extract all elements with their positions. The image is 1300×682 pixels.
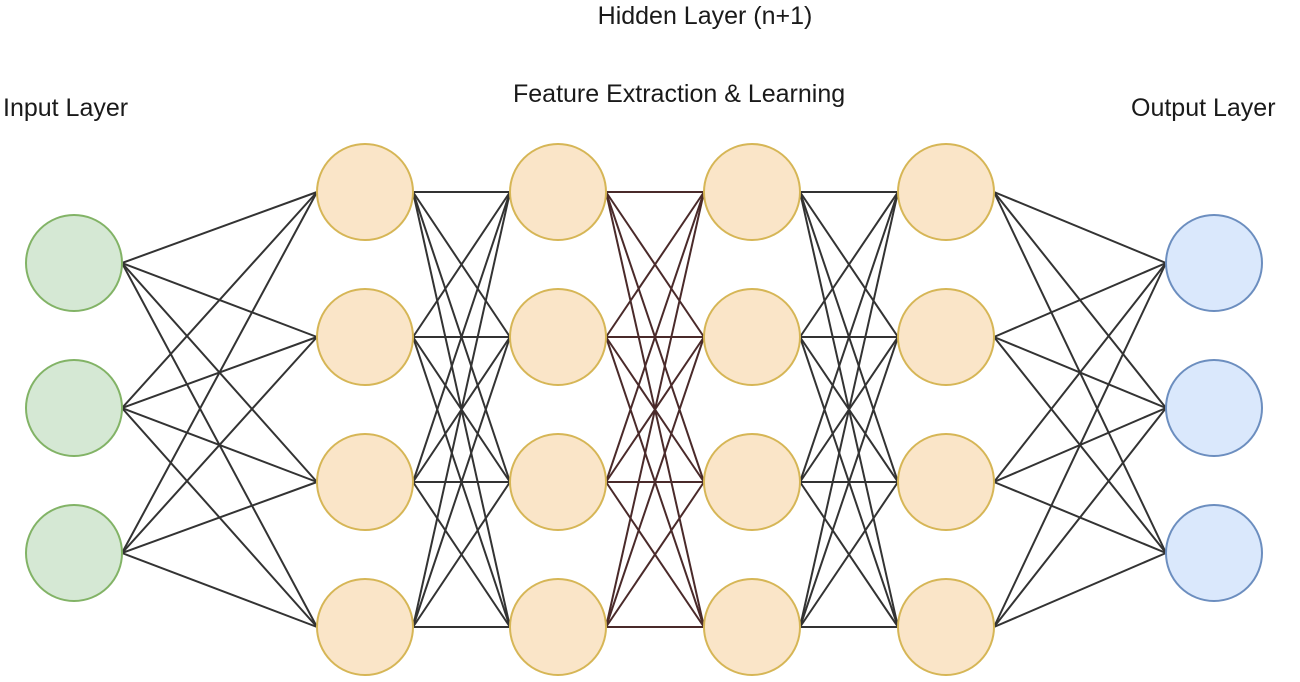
output-layer-label: Output Layer	[1131, 94, 1276, 122]
connection-hidden-4-1-to-output-1	[993, 191, 1167, 264]
connection-input-1-to-hidden-1-1	[121, 191, 318, 264]
hidden-2-node-1	[509, 143, 607, 241]
input-node-1	[25, 214, 123, 312]
connection-hidden-4-3-to-output-1	[993, 262, 1167, 483]
output-node-1	[1165, 214, 1263, 312]
connection-hidden-2-4-to-hidden-3-1	[605, 191, 705, 628]
connection-input-3-to-hidden-1-3	[121, 481, 318, 554]
input-node-3	[25, 504, 123, 602]
connection-input-2-to-hidden-1-1	[121, 191, 318, 409]
hidden-4-node-1	[897, 143, 995, 241]
connections-group	[121, 191, 1167, 628]
connection-hidden-2-4-to-hidden-3-3	[605, 481, 705, 628]
connection-hidden-4-4-to-output-3	[993, 552, 1167, 628]
input-layer-label: Input Layer	[3, 94, 129, 122]
connection-hidden-3-4-to-hidden-4-1	[799, 191, 899, 628]
connection-hidden-3-4-to-hidden-4-3	[799, 481, 899, 628]
hidden-3-node-4	[703, 578, 801, 676]
feature-extraction-label: Feature Extraction & Learning	[513, 80, 846, 108]
connection-hidden-4-4-to-output-2	[993, 407, 1167, 628]
connection-hidden-1-4-to-hidden-2-3	[412, 481, 511, 628]
output-node-2	[1165, 359, 1263, 457]
connection-hidden-3-2-to-hidden-4-1	[799, 191, 899, 338]
hidden-1-node-4	[316, 578, 414, 676]
connection-hidden-3-3-to-hidden-4-1	[799, 191, 899, 483]
connection-hidden-4-2-to-output-1	[993, 262, 1167, 338]
connection-hidden-1-3-to-hidden-2-1	[412, 191, 511, 483]
hidden-4-node-2	[897, 288, 995, 386]
hidden-1-node-2	[316, 288, 414, 386]
hidden-2-node-4	[509, 578, 607, 676]
connection-hidden-1-2-to-hidden-2-1	[412, 191, 511, 338]
hidden-2-node-2	[509, 288, 607, 386]
hidden-1-node-1	[316, 143, 414, 241]
connection-hidden-2-4-to-hidden-3-2	[605, 336, 705, 628]
nodes-group	[25, 143, 1263, 676]
connection-hidden-3-4-to-hidden-4-2	[799, 336, 899, 628]
hidden-3-node-1	[703, 143, 801, 241]
connection-hidden-2-2-to-hidden-3-1	[605, 191, 705, 338]
hidden-1-node-3	[316, 433, 414, 531]
connection-input-3-to-hidden-1-4	[121, 552, 318, 628]
hidden-3-node-3	[703, 433, 801, 531]
input-node-2	[25, 359, 123, 457]
hidden-4-node-4	[897, 578, 995, 676]
connection-input-3-to-hidden-1-1	[121, 191, 318, 554]
hidden-3-node-2	[703, 288, 801, 386]
connection-hidden-1-4-to-hidden-2-1	[412, 191, 511, 628]
connection-hidden-2-3-to-hidden-3-1	[605, 191, 705, 483]
connection-input-3-to-hidden-1-2	[121, 336, 318, 554]
connection-hidden-1-4-to-hidden-2-2	[412, 336, 511, 628]
hidden-4-node-3	[897, 433, 995, 531]
hidden-2-node-3	[509, 433, 607, 531]
output-node-3	[1165, 504, 1263, 602]
connection-hidden-4-4-to-output-1	[993, 262, 1167, 628]
hidden-layer-label: Hidden Layer (n+1)	[597, 2, 813, 30]
